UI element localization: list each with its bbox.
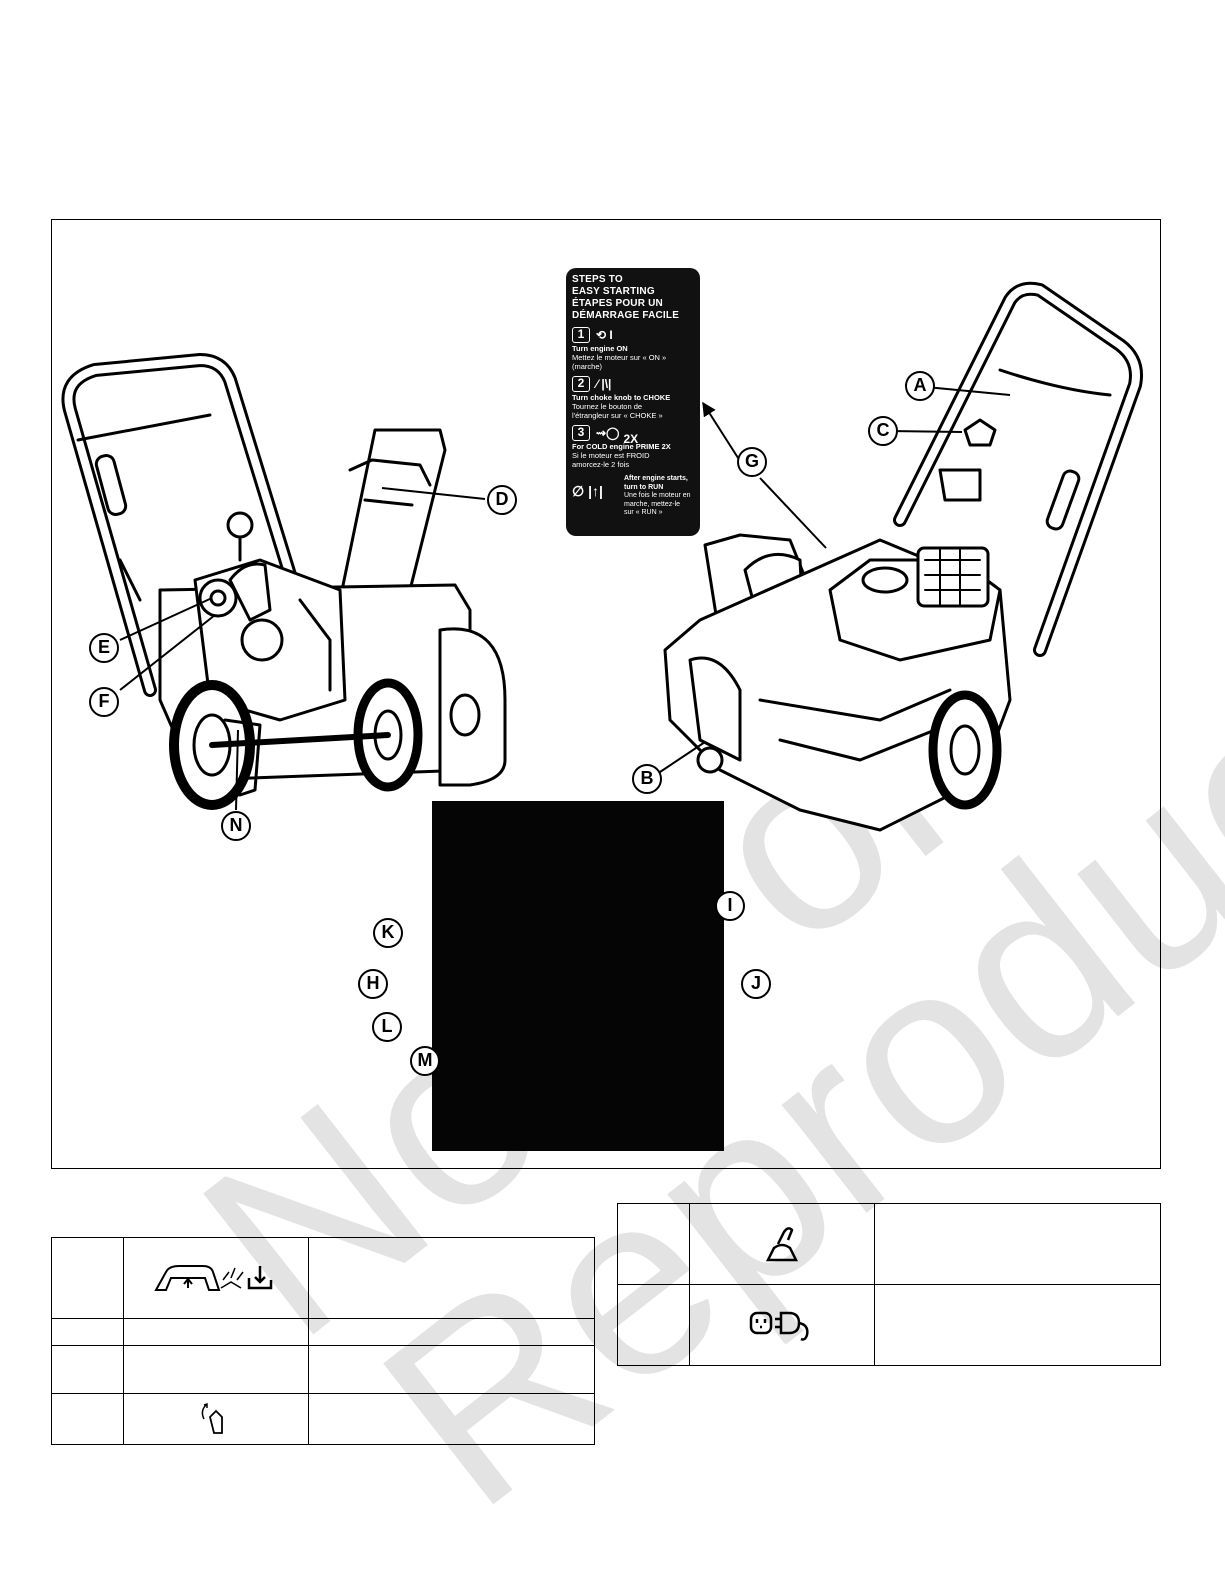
- callout-f: F: [89, 687, 119, 717]
- decal-step-3: 3 ⇝◯ 2X: [572, 424, 694, 446]
- controls-photo: [432, 801, 724, 1151]
- symbol-table-left: [51, 1237, 595, 1445]
- callout-a: A: [905, 371, 935, 401]
- decal-final-text: After engine starts, turn to RUN Une foi…: [624, 475, 691, 518]
- left-snow-thrower-drawing: [61, 353, 507, 810]
- callout-c: C: [868, 416, 898, 446]
- primer-bulb-icon: ⇝◯: [596, 426, 620, 440]
- chute-deflector-icon: [201, 1402, 223, 1434]
- table-cell: [123, 1237, 309, 1319]
- step-3-en: For COLD engine PRIME 2X: [572, 442, 671, 451]
- callout-n: N: [221, 811, 251, 841]
- table-cell: [689, 1284, 875, 1366]
- callout-k: K: [373, 918, 403, 948]
- callout-l: L: [372, 1012, 402, 1042]
- step-3-number: 3: [572, 425, 590, 441]
- step-3-fr-2: amorcez-le 2 fois: [572, 460, 630, 469]
- decal-step-2: 2 ⁄ |\|: [572, 375, 694, 393]
- callout-i: I: [715, 891, 745, 921]
- table-cell: [308, 1237, 595, 1319]
- leader-b: [659, 741, 706, 773]
- table-cell: [308, 1318, 595, 1346]
- auger-control-handle-icon: [154, 1265, 273, 1291]
- decal-title-en-2: EASY STARTING: [572, 286, 655, 297]
- table-row: [617, 1203, 1161, 1285]
- leader-f: [119, 614, 216, 691]
- table-cell: [874, 1284, 1161, 1366]
- leader-g-decal: [702, 401, 741, 462]
- table-cell: [51, 1345, 124, 1394]
- figure-frame: [51, 219, 1161, 1169]
- callout-d: D: [487, 485, 517, 515]
- decal-step-1: 1 ⟲ I: [572, 326, 694, 344]
- symbol-table-right: [617, 1203, 1161, 1366]
- callout-e: E: [89, 633, 119, 663]
- right-snow-thrower-drawing: [663, 281, 1143, 832]
- final-fr-3: sur « RUN »: [624, 509, 663, 516]
- table-row: [51, 1393, 595, 1445]
- decal-title-fr-1: ÉTAPES POUR UN: [572, 298, 663, 309]
- table-cell: [51, 1237, 124, 1319]
- callout-g: G: [737, 447, 767, 477]
- ignition-key-icon: ⟲ I: [596, 328, 613, 342]
- primer-icon: [765, 1227, 799, 1262]
- step-1-fr: Mettez le moteur sur « ON » (marche): [572, 353, 667, 371]
- leader-e: [119, 597, 213, 641]
- step-2-en: Turn choke knob to CHOKE: [572, 393, 671, 402]
- table-cell: [308, 1345, 595, 1394]
- electric-start-plug-icon: [749, 1311, 809, 1341]
- table-cell: [51, 1393, 124, 1445]
- choke-icon: ⁄ |\|: [596, 377, 612, 391]
- final-fr-1: Une fois le moteur en: [624, 492, 691, 499]
- table-cell: [51, 1318, 124, 1346]
- table-cell: [308, 1393, 595, 1445]
- table-cell: [123, 1393, 309, 1445]
- table-cell: [689, 1203, 875, 1285]
- step-3-mark: 2X: [623, 432, 639, 446]
- decal-title-fr-2: DÉMARRAGE FACILE: [572, 310, 680, 321]
- table-cell: [874, 1203, 1161, 1285]
- callout-m: M: [410, 1046, 440, 1076]
- table-row: [617, 1284, 1161, 1366]
- callout-j: J: [741, 969, 771, 999]
- leader-n: [235, 729, 239, 811]
- table-row: [51, 1237, 595, 1319]
- step-2-fr-1: Tournez le bouton de: [572, 402, 643, 411]
- step-2-number: 2: [572, 376, 590, 392]
- run-choke-icon: ∅ |↑|: [572, 483, 603, 499]
- decal-final: ∅ |↑| After engine starts, turn to RUN U…: [572, 475, 694, 518]
- table-cell: [123, 1318, 309, 1346]
- callout-b: B: [632, 764, 662, 794]
- final-fr-2: marche, mettez-le: [624, 500, 681, 508]
- easy-starting-decal: STEPS TO EASY STARTING ÉTAPES POUR UN DÉ…: [566, 268, 700, 536]
- decal-title-en-1: STEPS TO: [572, 274, 623, 285]
- final-en-1: After engine starts,: [624, 475, 688, 482]
- step-1-en: Turn engine ON: [572, 344, 628, 353]
- leader-d: [381, 487, 486, 500]
- step-1-number: 1: [572, 327, 590, 343]
- leader-g-machine: [759, 477, 827, 549]
- step-3-fr-1: Si le moteur est FROID: [572, 451, 650, 460]
- step-2-fr-2: l'étrangleur sur « CHOKE »: [572, 411, 663, 420]
- table-cell: [617, 1203, 690, 1285]
- table-cell: [617, 1284, 690, 1366]
- table-row: [51, 1345, 595, 1394]
- final-en-2: turn to RUN: [624, 483, 664, 491]
- callout-h: H: [358, 969, 388, 999]
- table-row: [51, 1318, 595, 1346]
- table-cell: [123, 1345, 309, 1394]
